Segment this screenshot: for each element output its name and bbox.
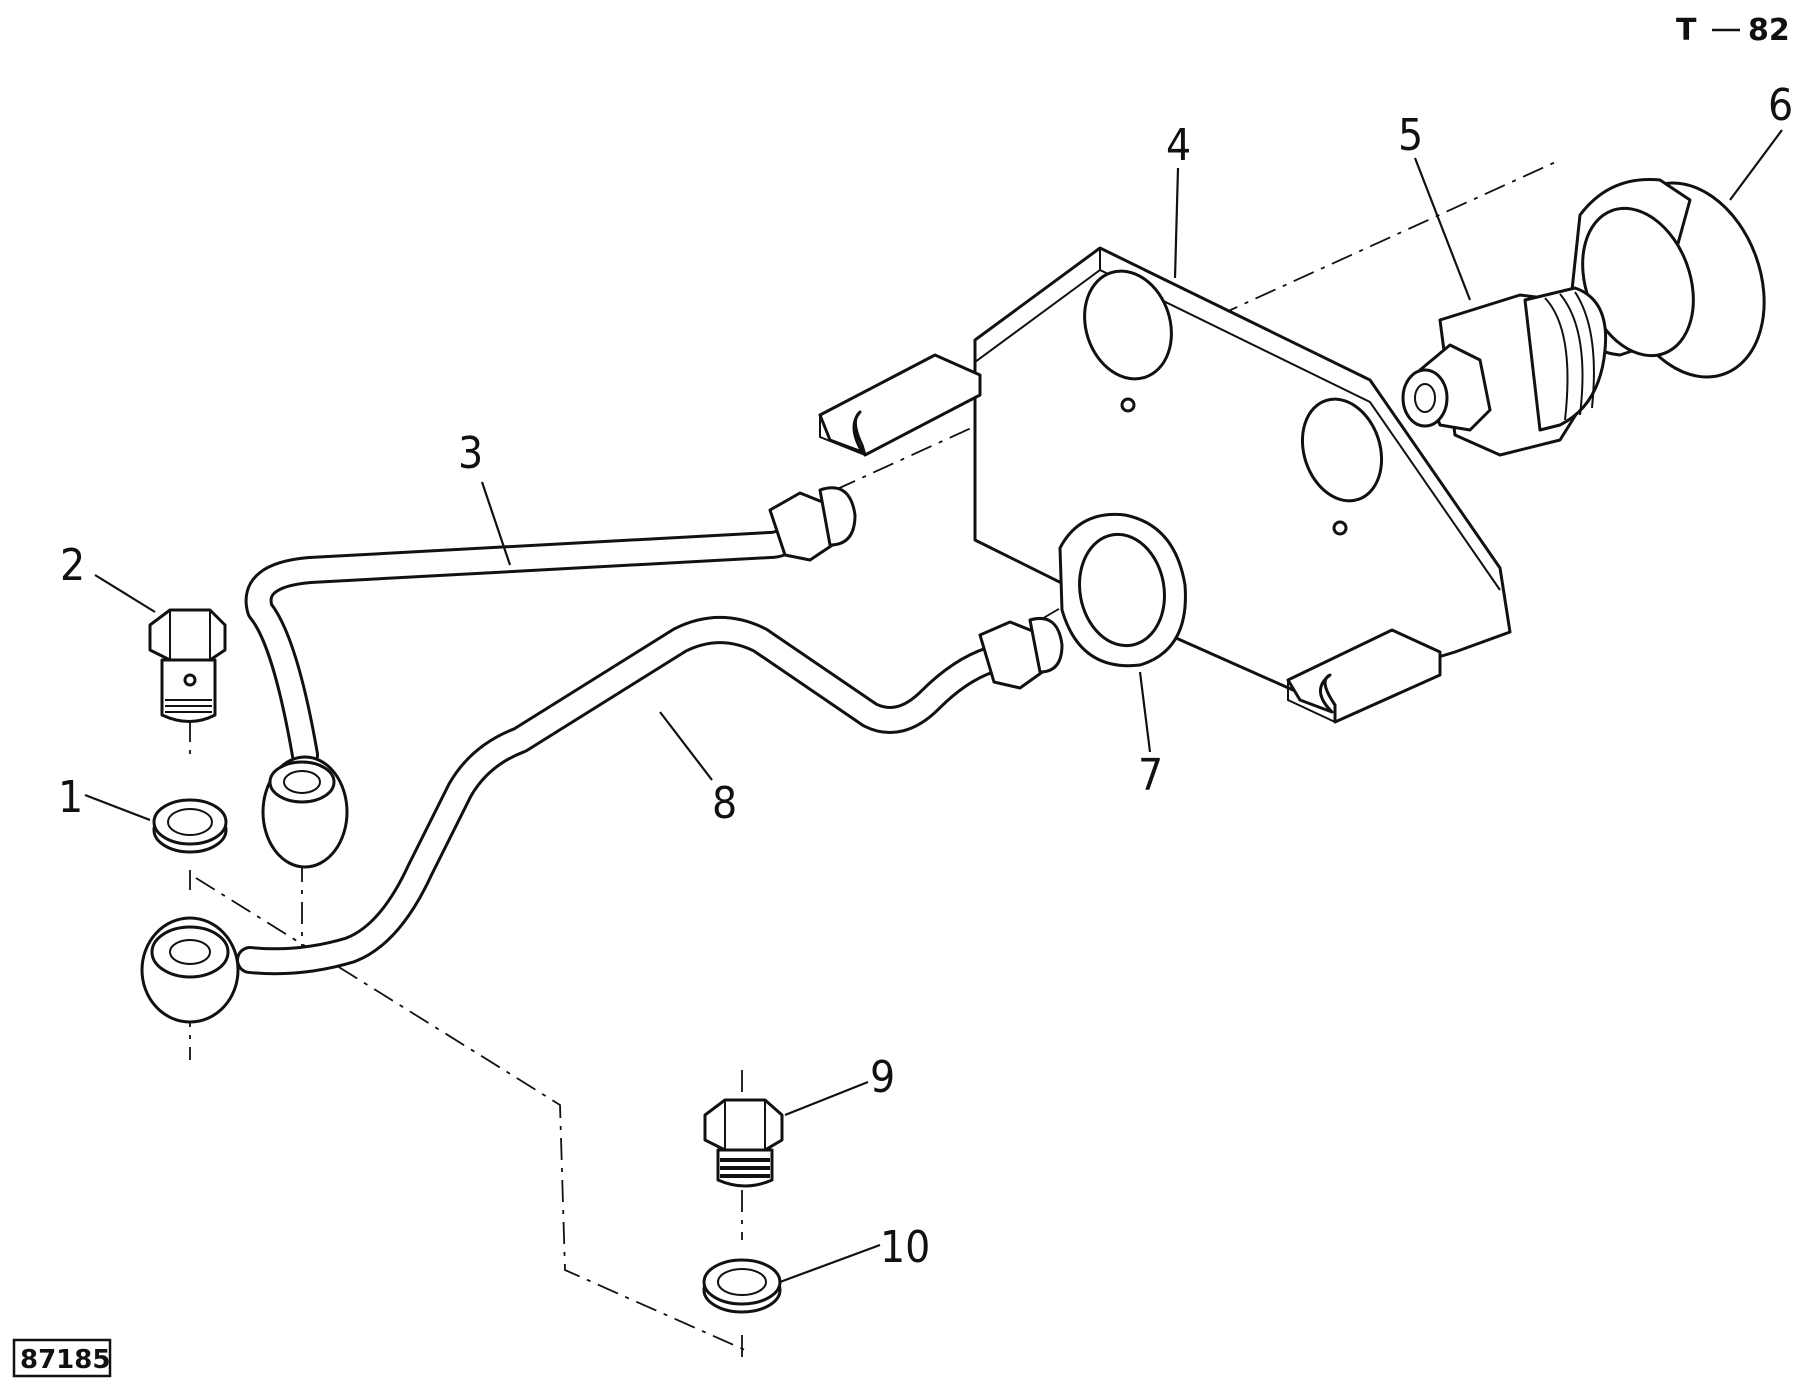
callout-4: 4 — [1166, 120, 1191, 171]
banjo-bolt-head — [148, 608, 227, 662]
drain-plug-head — [703, 1098, 784, 1152]
figure-id-stamp: 87185 — [12, 1338, 112, 1378]
centre-line-drain — [195, 877, 746, 1351]
sealing-washer-top — [152, 798, 228, 846]
banjo-eye-upper-bore — [283, 770, 321, 794]
figure-id-frame — [12, 1338, 112, 1378]
leader-lines — [84, 129, 1783, 1284]
drain-plug-thread-lines — [720, 1158, 770, 1178]
bracket-hole-lower — [1300, 397, 1384, 503]
leader-6 — [1729, 129, 1783, 201]
sealing-washer — [152, 798, 228, 854]
union-thread — [1523, 286, 1608, 432]
drain-plug — [703, 1098, 784, 1188]
leader-1 — [84, 793, 151, 822]
sealing-washer-bore — [167, 808, 213, 836]
leader-2 — [94, 574, 156, 613]
pipe-lower-fill — [239, 619, 1001, 973]
leader-7 — [1138, 671, 1152, 753]
leader-4 — [1173, 167, 1180, 279]
leader-10 — [779, 1243, 881, 1284]
callout-2: 2 — [60, 540, 85, 591]
bracket-screw-hole-lower — [1332, 520, 1348, 536]
banjo-eye-lower — [140, 916, 240, 1024]
bracket-screw-hole-upper — [1120, 397, 1136, 413]
leader-5 — [1413, 157, 1472, 301]
bracket-hole-upper — [1083, 269, 1173, 381]
callout-3: 3 — [458, 428, 483, 479]
bracket-plate-edge — [974, 248, 1511, 633]
banjo-bolt-port — [183, 673, 197, 687]
pipe-upper — [244, 486, 857, 769]
banjo-eye-upper — [261, 755, 349, 869]
leader-3 — [480, 481, 512, 566]
pipe-lower — [236, 616, 1064, 976]
callout-8: 8 — [712, 778, 737, 829]
cap-nut — [1570, 177, 1766, 379]
page-ref-number: 82 — [1748, 13, 1790, 48]
bracket-tab-lower-edge — [1287, 680, 1336, 723]
bracket-tab-upper — [818, 353, 982, 457]
banjo-eye-lower-bore — [169, 939, 211, 965]
banjo-eye-upper-top — [268, 760, 336, 804]
leader-8 — [659, 711, 713, 781]
washer-bracket-inner — [1078, 532, 1166, 648]
page-ref-series: T — [1676, 13, 1697, 48]
callout-7: 7 — [1138, 750, 1163, 801]
leader-9 — [784, 1080, 869, 1117]
callout-6: 6 — [1768, 80, 1793, 131]
callout-9: 9 — [870, 1052, 895, 1103]
union-nipple-bore — [1414, 383, 1436, 413]
bracket-tab-lower — [1286, 628, 1442, 724]
drain-washer-top — [702, 1258, 782, 1306]
banjo-bolt — [148, 608, 227, 723]
union-fitting — [1401, 286, 1608, 457]
drain-washer — [702, 1258, 782, 1314]
callout-5: 5 — [1398, 110, 1423, 161]
drain-plug-head-flats — [724, 1100, 766, 1150]
callout-1: 1 — [58, 772, 83, 823]
drain-washer-bore — [717, 1268, 767, 1296]
union-nipple-face — [1401, 368, 1449, 428]
callout-10: 10 — [880, 1222, 930, 1273]
washer-bracket — [1058, 512, 1187, 668]
banjo-bolt-thread — [165, 699, 212, 713]
centre-lines — [189, 159, 1561, 1365]
union-thread-lines — [1544, 291, 1595, 421]
pipe-upper-nut-face — [818, 486, 857, 547]
callout-labels: 1 2 3 4 5 6 7 8 9 10 — [58, 80, 1793, 1273]
banjo-eye-lower-top — [150, 925, 230, 979]
figure-id: 87185 — [20, 1345, 110, 1375]
page-reference: T 82 — [1676, 13, 1790, 48]
banjo-bolt-head-flats — [169, 610, 211, 660]
pipe-lower-nut-face — [1028, 617, 1064, 674]
bracket-tab-upper-edge — [819, 415, 866, 456]
